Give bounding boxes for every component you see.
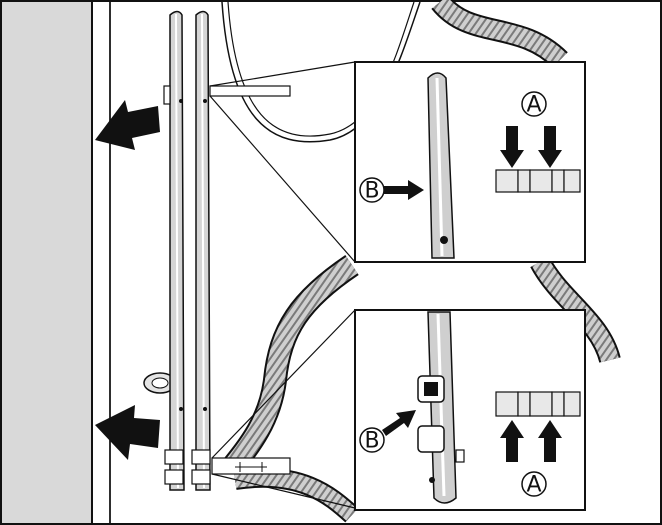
clip-comb-bottom [495, 391, 581, 417]
detail-panel-bottom: B A [354, 309, 586, 511]
arrow-a-bottom-right-icon [538, 420, 562, 462]
arrow-a-top-left-icon [500, 126, 524, 168]
hose-lower [220, 255, 359, 523]
arrow-b-top-icon [384, 180, 424, 200]
arrow-a-bottom-left-icon [500, 420, 524, 462]
rail-pair [163, 10, 291, 491]
wall-panel [2, 2, 92, 523]
label-b-circle-bottom [359, 427, 385, 453]
label-a-circle-bottom [521, 471, 547, 497]
clip-comb-top [495, 169, 581, 193]
arrow-a-top-right-icon [538, 126, 562, 168]
arrow-b-bottom-icon [382, 410, 416, 436]
arrow-bottom-icon [95, 405, 160, 460]
hose-clamp [143, 372, 177, 394]
label-a-top: A [526, 93, 541, 118]
label-a-circle-top [521, 91, 547, 117]
rail-detail-top [427, 72, 455, 259]
detail-panel-top: B A [354, 61, 586, 263]
arrow-top-icon [95, 100, 160, 150]
label-a-bottom: A [526, 473, 541, 498]
label-b-top: B [364, 179, 379, 204]
label-b-bottom: B [364, 429, 379, 454]
